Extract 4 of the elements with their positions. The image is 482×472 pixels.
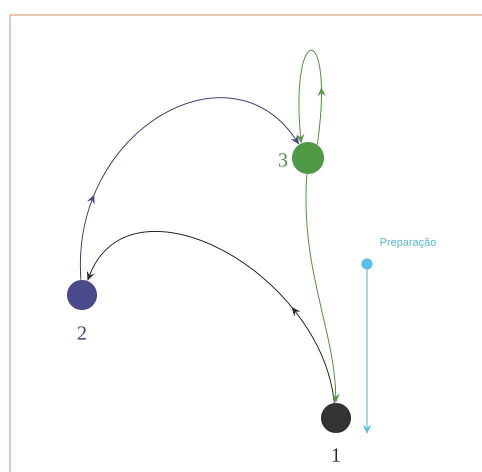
node-number: 2 — [78, 326, 86, 340]
dot-label: Preparação — [380, 238, 436, 248]
node-number: 1 — [332, 448, 340, 462]
node-number: 3 — [278, 153, 288, 167]
